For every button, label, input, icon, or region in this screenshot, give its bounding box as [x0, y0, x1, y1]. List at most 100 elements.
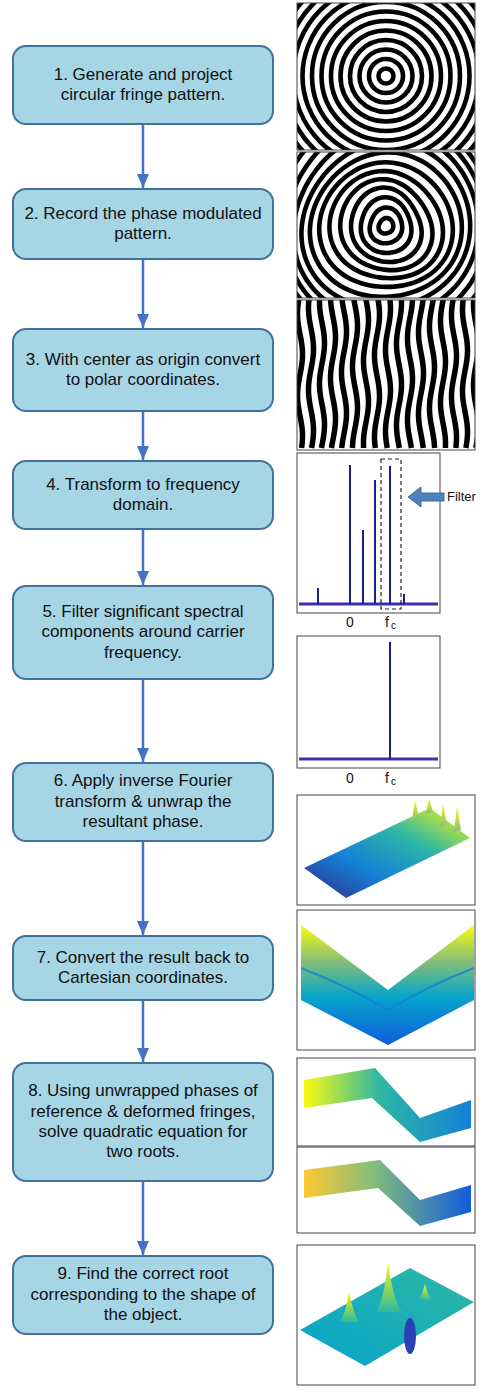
fringe-ring: [297, 152, 475, 298]
axis-label: f: [385, 615, 389, 629]
spectrum-peaks: [318, 465, 404, 604]
fringe-ring: [297, 3, 475, 150]
polar-fringe: [462, 300, 467, 448]
spectrum-peak: [374, 480, 376, 604]
polar-fringe: [407, 300, 412, 448]
spectrum-baseline: [299, 758, 438, 761]
fringe-ring: [297, 152, 475, 298]
polar-fringe: [330, 300, 335, 448]
flow-arrow: [142, 125, 145, 188]
polar-fringe: [341, 300, 346, 448]
step-text: 9. Find the correct root corresponding t…: [24, 1264, 262, 1325]
step-text: 3. With center as origin convert to pola…: [24, 350, 262, 391]
process-box: 3. With center as origin convert to pola…: [12, 328, 274, 412]
fringe-ring: [297, 3, 475, 150]
fringe-ring: [297, 3, 475, 150]
filter-window: [381, 459, 401, 609]
flow-arrow: [142, 680, 145, 762]
spectrum-panel: [297, 453, 440, 613]
fringe-ring: [329, 171, 443, 278]
fringe-ring: [297, 152, 475, 298]
fringe-ring: [340, 179, 432, 270]
phase-ridge: [454, 806, 461, 832]
fringe-ring: [351, 188, 422, 262]
fringe-ring: [297, 152, 475, 298]
panel-border: [297, 3, 475, 150]
surface-panel: [297, 1058, 475, 1146]
spectrum-peak: [403, 594, 405, 604]
fringe-ring: [379, 218, 394, 233]
root-surface: [304, 1068, 471, 1142]
flow-arrow: [142, 530, 145, 585]
fringe-ring: [303, 3, 470, 150]
phase-ridge: [412, 800, 419, 820]
process-box: 9. Find the correct root corresponding t…: [12, 1255, 274, 1335]
surface-panel: [297, 910, 475, 1050]
object-peak: [418, 1284, 432, 1300]
axis-label: c: [391, 621, 396, 631]
fringe-ring: [379, 69, 394, 84]
object-peak: [340, 1292, 359, 1322]
axis-label: c: [391, 777, 396, 787]
polar-fringe: [440, 300, 445, 448]
object-dip: [404, 1318, 416, 1354]
flow-arrow: [142, 412, 145, 460]
fringe-ring: [297, 3, 475, 150]
filter-arrow: [408, 487, 444, 507]
step-text: 1. Generate and project circular fringe …: [24, 65, 262, 106]
polar-fringe: [429, 300, 434, 448]
fringe-ring: [310, 152, 462, 296]
surface-fold: [301, 968, 474, 1010]
fringe-ring: [361, 197, 412, 253]
spectrum-peak: [389, 642, 391, 759]
object-peak: [376, 1262, 402, 1312]
process-box: 4. Transform to frequency domain.: [12, 460, 274, 530]
polar-fringe: [451, 300, 456, 448]
flow-arrow: [142, 842, 145, 935]
polar-fringe: [363, 300, 368, 448]
polar-fringe: [385, 300, 390, 448]
surface-panel: [297, 1245, 475, 1385]
step-text: 8. Using unwrapped phases of reference &…: [24, 1081, 262, 1163]
fringe-panel: [297, 3, 475, 150]
spectrum-peak: [349, 465, 351, 604]
process-box: 8. Using unwrapped phases of reference &…: [12, 1062, 274, 1182]
fringe-ring: [297, 3, 475, 150]
panel-border: [297, 152, 475, 298]
polar-fringe: [374, 300, 379, 448]
fringe-ring: [350, 40, 422, 112]
fringe-ring: [312, 3, 460, 150]
fringe-ring: [360, 50, 413, 103]
process-box: 5. Filter significant spectral component…: [12, 585, 274, 680]
polar-fringe: [319, 300, 324, 448]
deformed-ring-group: [297, 152, 475, 298]
fringe-ring: [297, 3, 475, 150]
spectrum-panel: [297, 636, 440, 768]
root-surface: [304, 1160, 471, 1226]
axis-label: 0: [346, 615, 354, 629]
fringe-ring: [369, 59, 403, 93]
surface-panel: [297, 795, 475, 905]
spectrum-peak: [362, 530, 364, 604]
panel-border: [297, 300, 475, 450]
deformed-fringes: [297, 152, 475, 298]
polar-fringe: [308, 300, 313, 448]
filter-label: Filter: [447, 490, 476, 503]
fringe-ring: [297, 152, 475, 298]
step-text: 2. Record the phase modulated pattern.: [24, 204, 262, 245]
spectrum-peak: [317, 588, 319, 604]
fringe-ring: [331, 21, 441, 131]
spectrum-peak: [389, 466, 391, 604]
phase-ridge: [426, 798, 433, 814]
fringe-ring: [297, 152, 475, 298]
surface-panel: [297, 1147, 475, 1233]
step-text: 4. Transform to frequency domain.: [24, 475, 262, 516]
polar-fringe: [297, 300, 302, 448]
process-box: 7. Convert the result back to Cartesian …: [12, 935, 274, 1001]
fringe-ring: [301, 152, 470, 298]
spectrum-baseline: [299, 603, 438, 606]
process-box: 1. Generate and project circular fringe …: [12, 45, 274, 125]
fringe-ring: [322, 12, 451, 141]
circular-fringes: [297, 3, 475, 150]
